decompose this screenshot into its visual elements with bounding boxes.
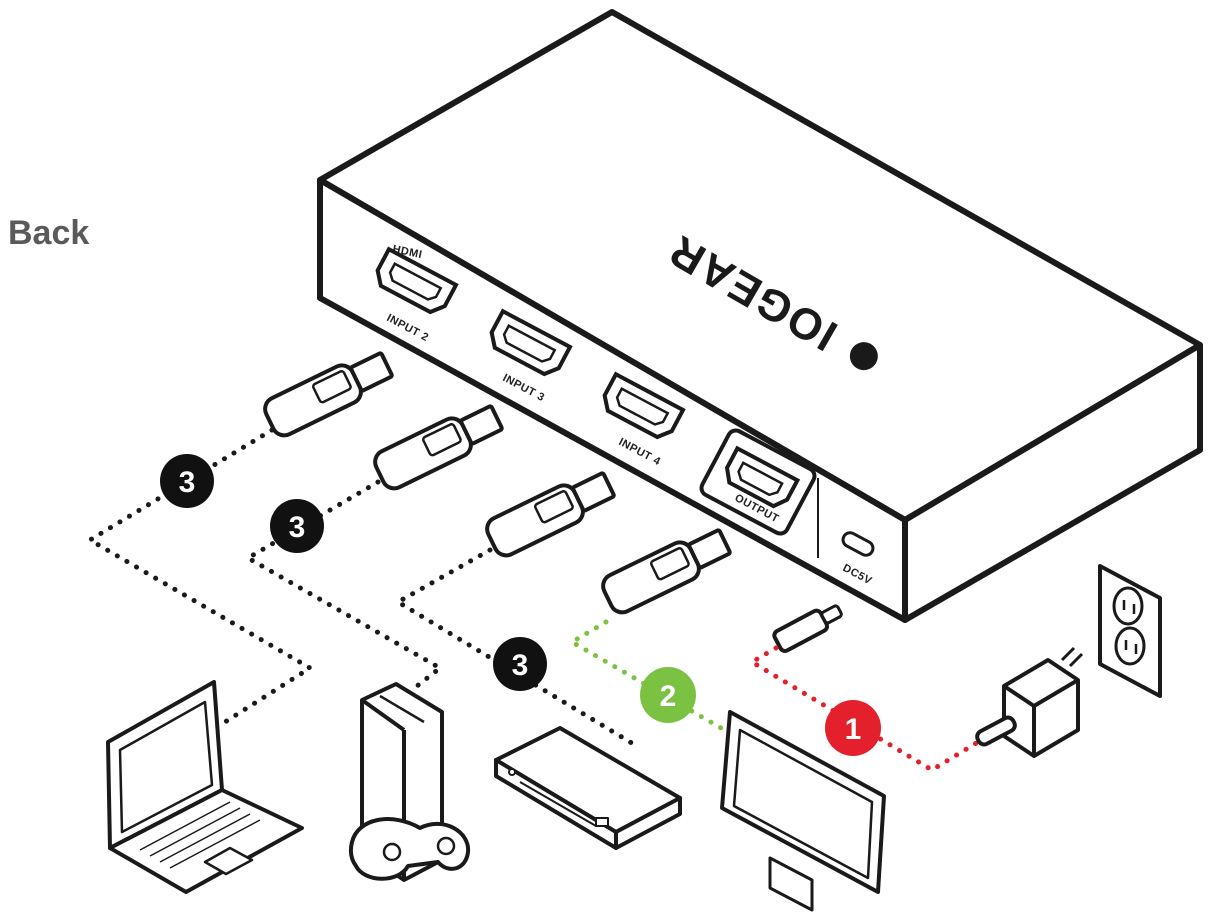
wall-outlet-icon — [1098, 564, 1162, 698]
port-input-4 — [602, 371, 686, 440]
svg-text:2: 2 — [660, 680, 677, 713]
hdmi-plug-input-4 — [485, 471, 616, 558]
cable-input-4 — [393, 547, 638, 748]
hdmi-plug-output — [601, 528, 732, 615]
step-badge-sources-console: 3 — [270, 499, 324, 553]
media-box-icon — [494, 726, 682, 850]
power-adapter-icon — [975, 646, 1084, 758]
hdmi-plug-input-3 — [373, 404, 504, 491]
port-output — [699, 428, 817, 536]
svg-text:3: 3 — [512, 649, 529, 682]
cable-output — [567, 619, 731, 735]
step-badge-sources-laptop: 3 — [160, 454, 214, 508]
switch-side-face — [902, 342, 1203, 623]
laptop-icon — [106, 680, 304, 894]
port-power — [841, 531, 875, 557]
port-input-2 — [375, 246, 459, 315]
step-badge-power: 1 — [825, 700, 881, 756]
hdmi-switch-box: IOGEAR HDMI INPUT 2 INPUT 3 INPU — [317, 9, 1203, 623]
svg-text:3: 3 — [179, 466, 196, 499]
game-controller-icon — [348, 817, 471, 881]
step-badge-sources-mediabox: 3 — [493, 637, 547, 691]
monitor-icon — [720, 710, 886, 912]
step-badge-display: 2 — [640, 667, 696, 723]
svg-text:1: 1 — [845, 713, 862, 746]
view-label: Back — [8, 214, 90, 252]
usb-c-power-plug — [772, 604, 843, 653]
hdmi-plug-input-2 — [263, 351, 394, 438]
brand-mark-icon — [849, 342, 878, 371]
port-input-3 — [489, 308, 573, 377]
svg-text:3: 3 — [289, 511, 306, 544]
